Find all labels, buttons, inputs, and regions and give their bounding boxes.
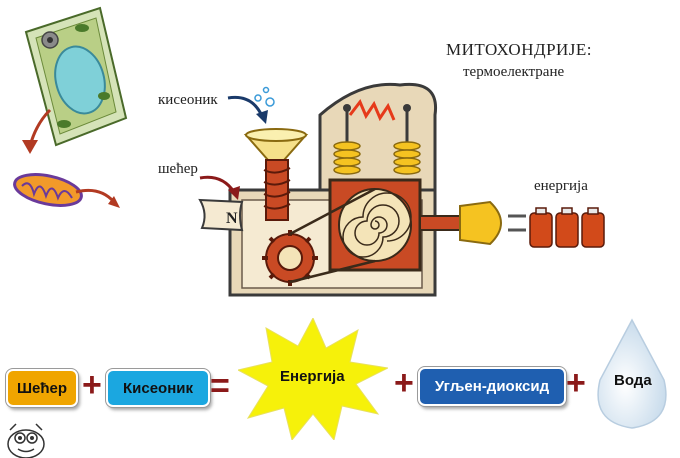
diagram-subtitle: термоелектране xyxy=(463,64,565,80)
plant-cell-illustration xyxy=(13,6,128,208)
carbon-dioxide-box: Угљен-диоксид xyxy=(418,367,566,406)
energy-burst-label: Енергија xyxy=(280,368,345,385)
plus-operator: + xyxy=(566,364,586,402)
cartoon-mascot-icon xyxy=(7,423,45,458)
energy-burst-shape xyxy=(238,318,388,440)
oxygen-box: Кисеоник xyxy=(106,369,210,407)
water-drop-label: Вода xyxy=(614,372,652,389)
plant-cell-icon xyxy=(24,6,128,147)
oxygen-box-label: Кисеоник xyxy=(122,379,193,397)
sugar-box-label: Шећер xyxy=(16,379,68,397)
carbon-dioxide-box-label: Угљен-диоксид xyxy=(434,378,550,395)
equals-operator: = xyxy=(210,367,230,405)
plus-operator: + xyxy=(394,364,414,402)
sugar-sack-letter: N xyxy=(226,210,238,227)
oxygen-label: кисеоник xyxy=(158,92,218,108)
energy-label: енергија xyxy=(534,178,588,194)
power-plant-illustration xyxy=(198,82,605,297)
diagram-title: МИТОХОНДРИЈЕ: xyxy=(446,40,593,59)
water-drop-shape xyxy=(597,318,667,429)
sugar-label: шећер xyxy=(158,161,198,177)
sugar-box: Шећер xyxy=(6,369,78,407)
mitochondrion-icon xyxy=(13,173,83,207)
plus-operator: + xyxy=(82,366,102,404)
